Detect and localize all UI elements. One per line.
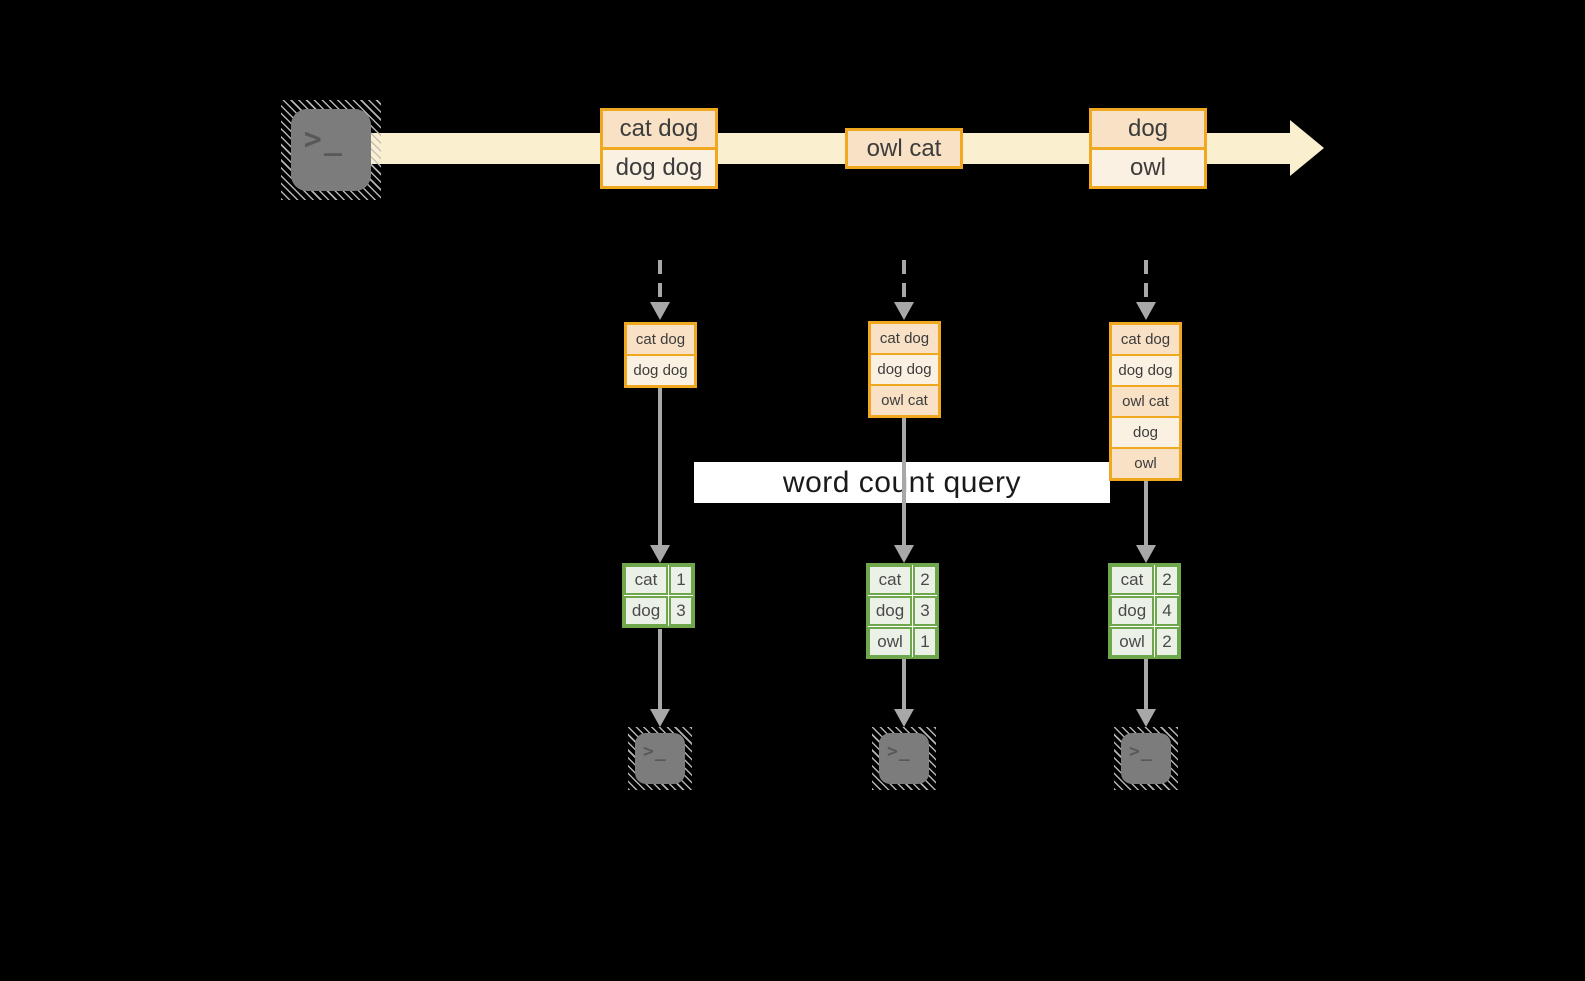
count-cell: 3 (669, 596, 693, 626)
buffer-item: cat dog (627, 325, 694, 354)
terminal-prompt-icon: >_ (887, 741, 911, 763)
stream-batch-3: dog owl (1089, 108, 1207, 189)
count-cell: 4 (1155, 596, 1179, 626)
buffer-stack-3: cat dog dog dog owl cat dog owl (1109, 322, 1182, 481)
count-cell: 2 (1155, 565, 1179, 595)
arrow-line (658, 629, 662, 709)
arrowhead-icon (650, 709, 670, 727)
stream-batch-1: cat dog dog dog (600, 108, 718, 189)
terminal-screen: >_ (291, 109, 371, 191)
stream-item: owl cat (848, 131, 960, 166)
word-count-table-2: cat 2 dog 3 owl 1 (866, 563, 939, 659)
count-cell: 2 (913, 565, 937, 595)
word-cell: owl (1110, 627, 1154, 657)
buffer-item: dog (1112, 416, 1179, 447)
terminal-screen: >_ (879, 733, 929, 784)
arrow-line (1144, 481, 1148, 545)
stream-item: owl (1092, 147, 1204, 186)
buffer-stack-1: cat dog dog dog (624, 322, 697, 388)
buffer-item: cat dog (871, 324, 938, 353)
sink-terminal-icon: >_ (628, 727, 692, 790)
buffer-item: dog dog (871, 353, 938, 384)
dashed-arrowhead-icon (650, 302, 670, 320)
terminal-prompt-icon: >_ (303, 122, 344, 158)
arrowhead-icon (1136, 709, 1156, 727)
arrow-line (902, 417, 906, 545)
arrow-line (658, 388, 662, 545)
arrow-line (1144, 659, 1148, 709)
arrowhead-icon (1136, 545, 1156, 563)
word-cell: cat (868, 565, 912, 595)
terminal-screen: >_ (1121, 733, 1171, 784)
terminal-prompt-icon: >_ (643, 741, 667, 763)
buffer-item: owl cat (1112, 385, 1179, 416)
word-cell: dog (868, 596, 912, 626)
terminal-prompt-icon: >_ (1129, 741, 1153, 763)
query-label: word count query (782, 465, 1022, 499)
stream-arrowhead-icon (1290, 120, 1324, 176)
dashed-arrowhead-icon (894, 302, 914, 320)
stream-item: cat dog (603, 111, 715, 147)
stream-item: dog dog (603, 147, 715, 186)
arrowhead-icon (894, 709, 914, 727)
dashed-arrow-line (1144, 260, 1148, 302)
word-cell: dog (624, 596, 668, 626)
word-cell: owl (868, 627, 912, 657)
count-cell: 2 (1155, 627, 1179, 657)
word-count-table-1: cat 1 dog 3 (622, 563, 695, 628)
count-cell: 3 (913, 596, 937, 626)
buffer-item: owl (1112, 447, 1179, 478)
arrow-line (902, 659, 906, 709)
stream-batch-2: owl cat (845, 128, 963, 169)
dashed-arrow-line (658, 260, 662, 302)
count-cell: 1 (669, 565, 693, 595)
sink-terminal-icon: >_ (872, 727, 936, 790)
dashed-arrow-line (902, 260, 906, 302)
word-cell: cat (1110, 565, 1154, 595)
buffer-item: dog dog (1112, 354, 1179, 385)
source-terminal-icon: >_ (281, 100, 381, 200)
arrowhead-icon (894, 545, 914, 563)
buffer-item: dog dog (627, 354, 694, 385)
terminal-screen: >_ (635, 733, 685, 784)
buffer-item: owl cat (871, 384, 938, 415)
word-cell: dog (1110, 596, 1154, 626)
stream-item: dog (1092, 111, 1204, 147)
buffer-stack-2: cat dog dog dog owl cat (868, 321, 941, 418)
sink-terminal-icon: >_ (1114, 727, 1178, 790)
buffer-item: cat dog (1112, 325, 1179, 354)
count-cell: 1 (913, 627, 937, 657)
arrowhead-icon (650, 545, 670, 563)
word-cell: cat (624, 565, 668, 595)
dashed-arrowhead-icon (1136, 302, 1156, 320)
word-count-table-3: cat 2 dog 4 owl 2 (1108, 563, 1181, 659)
